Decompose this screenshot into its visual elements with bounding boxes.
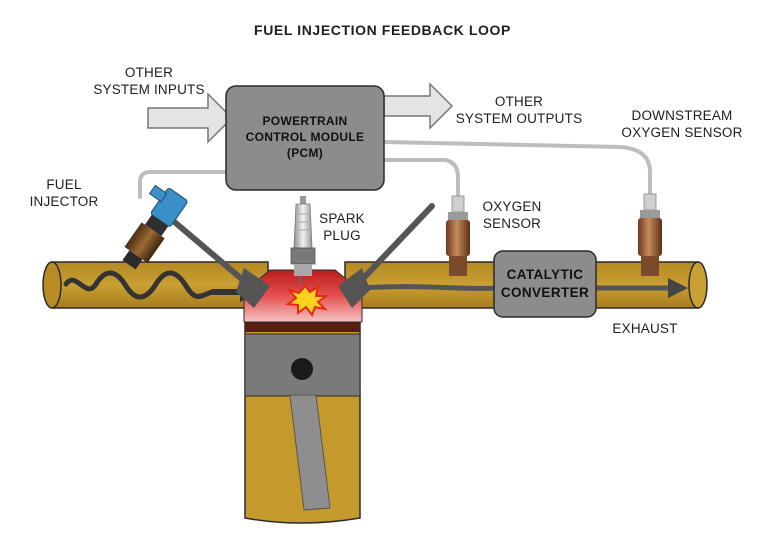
spark-burst <box>285 284 329 318</box>
fuel-injector-line2: INJECTOR <box>29 194 99 209</box>
catalytic-converter-label: CATALYTIC CONVERTER <box>494 266 596 302</box>
other-outputs-line1: OTHER <box>494 94 544 109</box>
intake-flow-arrow <box>63 270 215 300</box>
catalytic-label-line1: CATALYTIC <box>506 267 584 282</box>
catalytic-converter-box <box>493 250 597 318</box>
exhaust-valve-head <box>338 268 370 308</box>
piston-pin <box>291 358 313 380</box>
engine-cylinder <box>244 319 361 524</box>
wire-to-oxygen-sensor <box>382 158 460 202</box>
other-system-inputs-label: OTHER SYSTEM INPUTS <box>76 64 222 98</box>
spark-plug-label: SPARK PLUG <box>314 210 370 244</box>
downstream-line1: DOWNSTREAM <box>631 108 733 123</box>
oxygen-sensor-line2: SENSOR <box>482 216 542 231</box>
oxygen-sensor-upstream <box>446 195 470 276</box>
wire-to-injector <box>138 170 231 199</box>
pcm-label-line1: POWERTRAIN <box>262 114 348 128</box>
spark-plug <box>290 196 316 284</box>
connecting-rod <box>289 394 331 511</box>
downstream-oxygen-sensor-label: DOWNSTREAM OXYGEN SENSOR <box>608 107 756 141</box>
catalytic-label-line2: CONVERTER <box>500 285 590 300</box>
other-inputs-line1: OTHER <box>124 65 174 80</box>
output-arrow <box>383 82 454 130</box>
pcm-label-line3: (PCM) <box>286 146 324 160</box>
pcm-box <box>225 85 385 191</box>
intake-valve-head <box>236 268 270 308</box>
wire-to-downstream-sensor <box>382 140 652 200</box>
fuel-injector <box>122 184 188 270</box>
exhaust-flow-line <box>361 284 501 291</box>
fuel-injector-label: FUEL INJECTOR <box>26 176 102 210</box>
input-arrow <box>147 92 234 144</box>
fuel-injector-line1: FUEL <box>46 177 82 192</box>
exhaust-valve-stem <box>353 203 435 289</box>
spark-plug-line2: PLUG <box>323 228 361 243</box>
oxygen-sensor-line1: OXYGEN <box>482 199 542 214</box>
pcm-label-line2: CONTROL MODULE <box>245 130 365 144</box>
exhaust-label: EXHAUST <box>612 321 678 336</box>
signal-wires <box>138 140 652 202</box>
other-inputs-line2: SYSTEM INPUTS <box>93 82 205 97</box>
combustion-chamber <box>155 203 435 323</box>
other-system-outputs-label: OTHER SYSTEM OUTPUTS <box>446 93 592 127</box>
downstream-line2: OXYGEN SENSOR <box>621 125 743 140</box>
oxygen-sensor-downstream <box>638 193 662 276</box>
oxygen-sensor-label: OXYGEN SENSOR <box>472 198 552 232</box>
pcm-label: POWERTRAIN CONTROL MODULE (PCM) <box>226 113 384 161</box>
other-outputs-line2: SYSTEM OUTPUTS <box>455 111 583 126</box>
spark-plug-line1: SPARK <box>319 211 365 226</box>
diagram-title: FUEL INJECTION FEEDBACK LOOP <box>254 22 511 38</box>
